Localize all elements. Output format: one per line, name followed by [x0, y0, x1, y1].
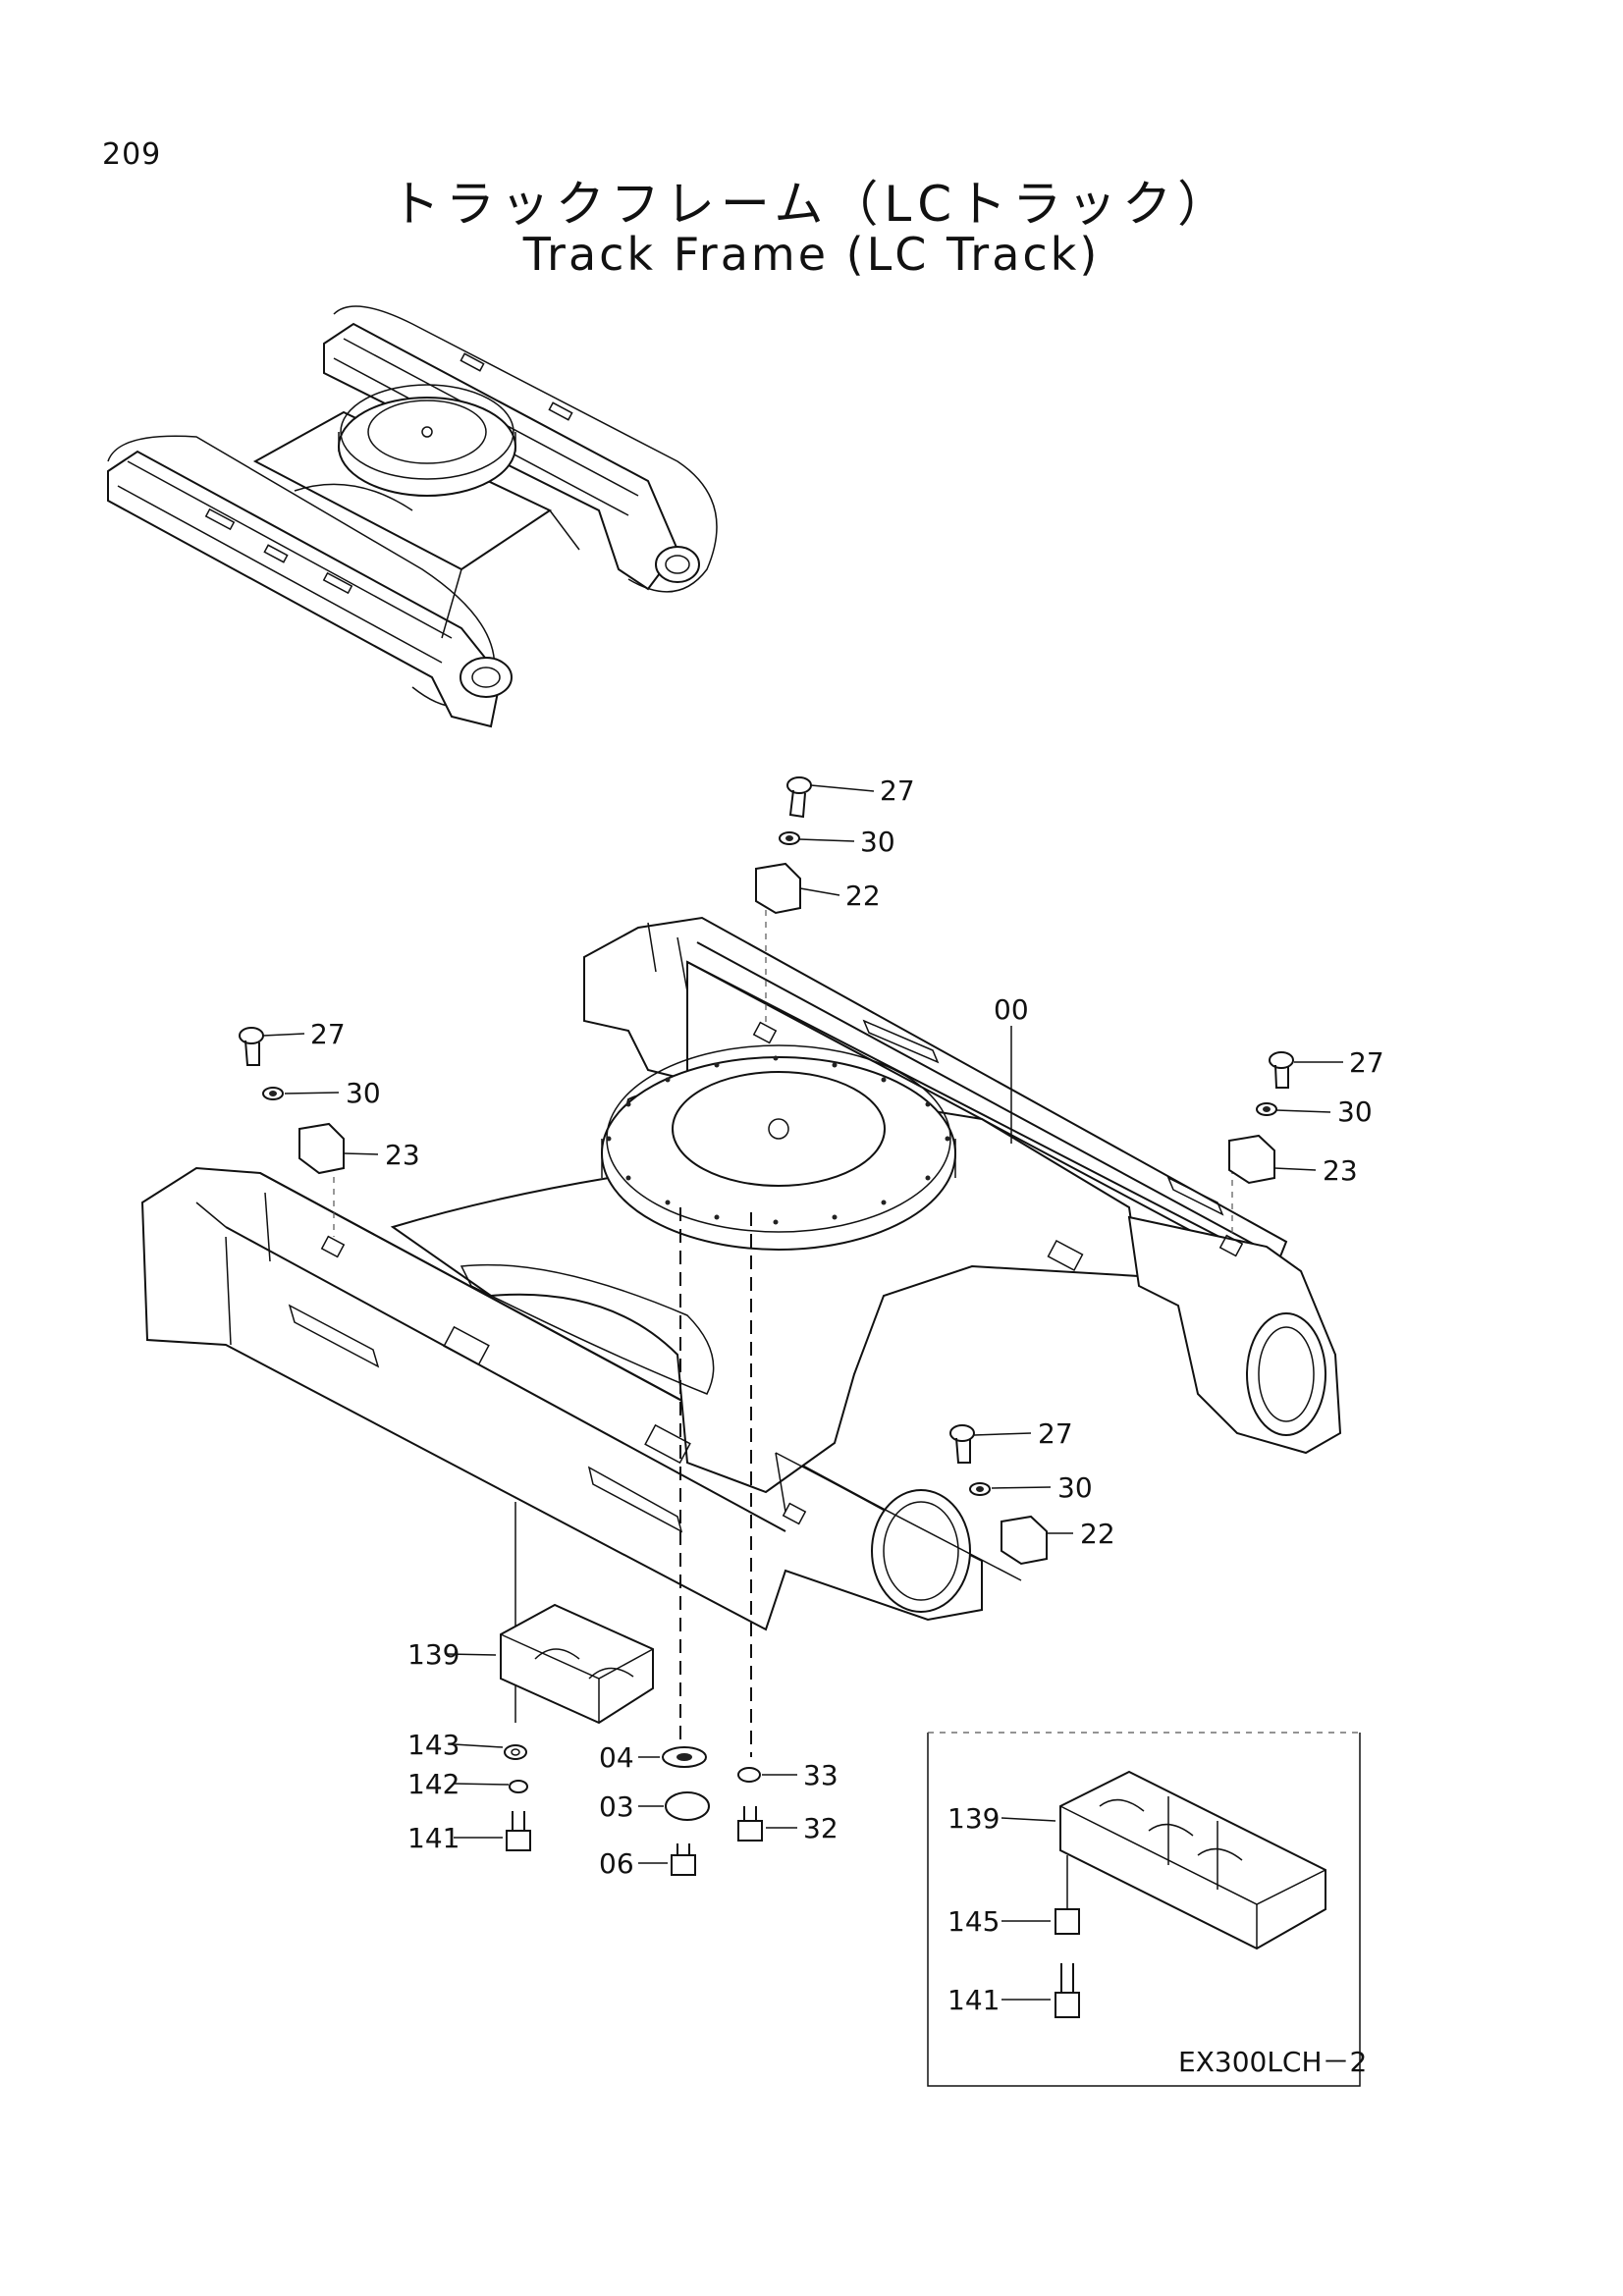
part-washer-143: 143 [407, 1729, 527, 1761]
callout-00-leader: 00 [994, 993, 1029, 1144]
part-washer-30-left: 30 [262, 1077, 381, 1109]
part-bolt-27-low: 27 [949, 1417, 1073, 1464]
callout-142: 142 [407, 1768, 460, 1800]
main-track-frame-illustration [140, 898, 1342, 1757]
callout-23-right: 23 [1323, 1154, 1358, 1187]
callout-22-low: 22 [1080, 1518, 1115, 1550]
callout-27-left: 27 [310, 1018, 346, 1050]
part-plate-22-top: 22 [755, 862, 881, 915]
callout-141: 141 [407, 1822, 460, 1854]
callout-143: 143 [407, 1729, 460, 1761]
part-plate-22-low: 22 [1001, 1515, 1115, 1566]
callout-30-left: 30 [346, 1077, 381, 1109]
callout-27-top: 27 [880, 774, 915, 807]
part-plate-04: 04 [599, 1741, 707, 1774]
callout-00: 00 [994, 993, 1029, 1026]
overview-track-frame-illustration [107, 305, 718, 728]
callout-139: 139 [407, 1638, 460, 1671]
part-bolt-27-left: 27 [239, 1018, 346, 1066]
callout-06: 06 [599, 1847, 634, 1880]
part-bolt-06: 06 [599, 1843, 696, 1880]
page-number: 209 [102, 137, 162, 172]
part-washer-30-low: 30 [969, 1471, 1093, 1504]
callout-03: 03 [599, 1790, 634, 1823]
part-plate-03: 03 [599, 1790, 710, 1823]
callout-22-top: 22 [845, 880, 881, 912]
part-guard-139: 139 [407, 1603, 654, 1725]
part-washer-33: 33 [737, 1759, 839, 1791]
callout-30-right: 30 [1337, 1095, 1373, 1128]
callout-30-low: 30 [1057, 1471, 1093, 1504]
callout-32: 32 [803, 1812, 839, 1844]
model-code: EX300LCH－2 [1178, 2046, 1367, 2078]
part-bolt-27-right: 27 [1269, 1046, 1384, 1089]
callout-30-top: 30 [860, 826, 895, 858]
inset-alternate-guard: 139 145 141 EX300LCH－2 [927, 1732, 1367, 2087]
inset-callout-141: 141 [947, 1984, 1000, 2016]
title-english: Track Frame (LC Track) [522, 228, 1101, 281]
part-plate-23-left: 23 [298, 1122, 420, 1175]
callout-04: 04 [599, 1741, 634, 1774]
callout-27-low: 27 [1038, 1417, 1073, 1450]
part-bolt-32: 32 [737, 1806, 839, 1844]
inset-callout-145: 145 [947, 1905, 1000, 1938]
part-washer-30-right: 30 [1256, 1095, 1373, 1128]
part-washer-30-top: 30 [779, 826, 895, 858]
part-bolt-141: 141 [407, 1811, 531, 1854]
part-plate-23-right: 23 [1228, 1134, 1358, 1187]
turntable-bolt-holes [606, 1055, 950, 1225]
callout-23-left: 23 [385, 1139, 420, 1171]
part-washer-142: 142 [407, 1768, 528, 1800]
callout-27-right: 27 [1349, 1046, 1384, 1079]
title-japanese: トラックフレーム（LCトラック） [390, 176, 1233, 233]
part-bolt-27-top: 27 [786, 774, 915, 819]
callout-33: 33 [803, 1759, 839, 1791]
inset-callout-139: 139 [947, 1802, 1000, 1835]
